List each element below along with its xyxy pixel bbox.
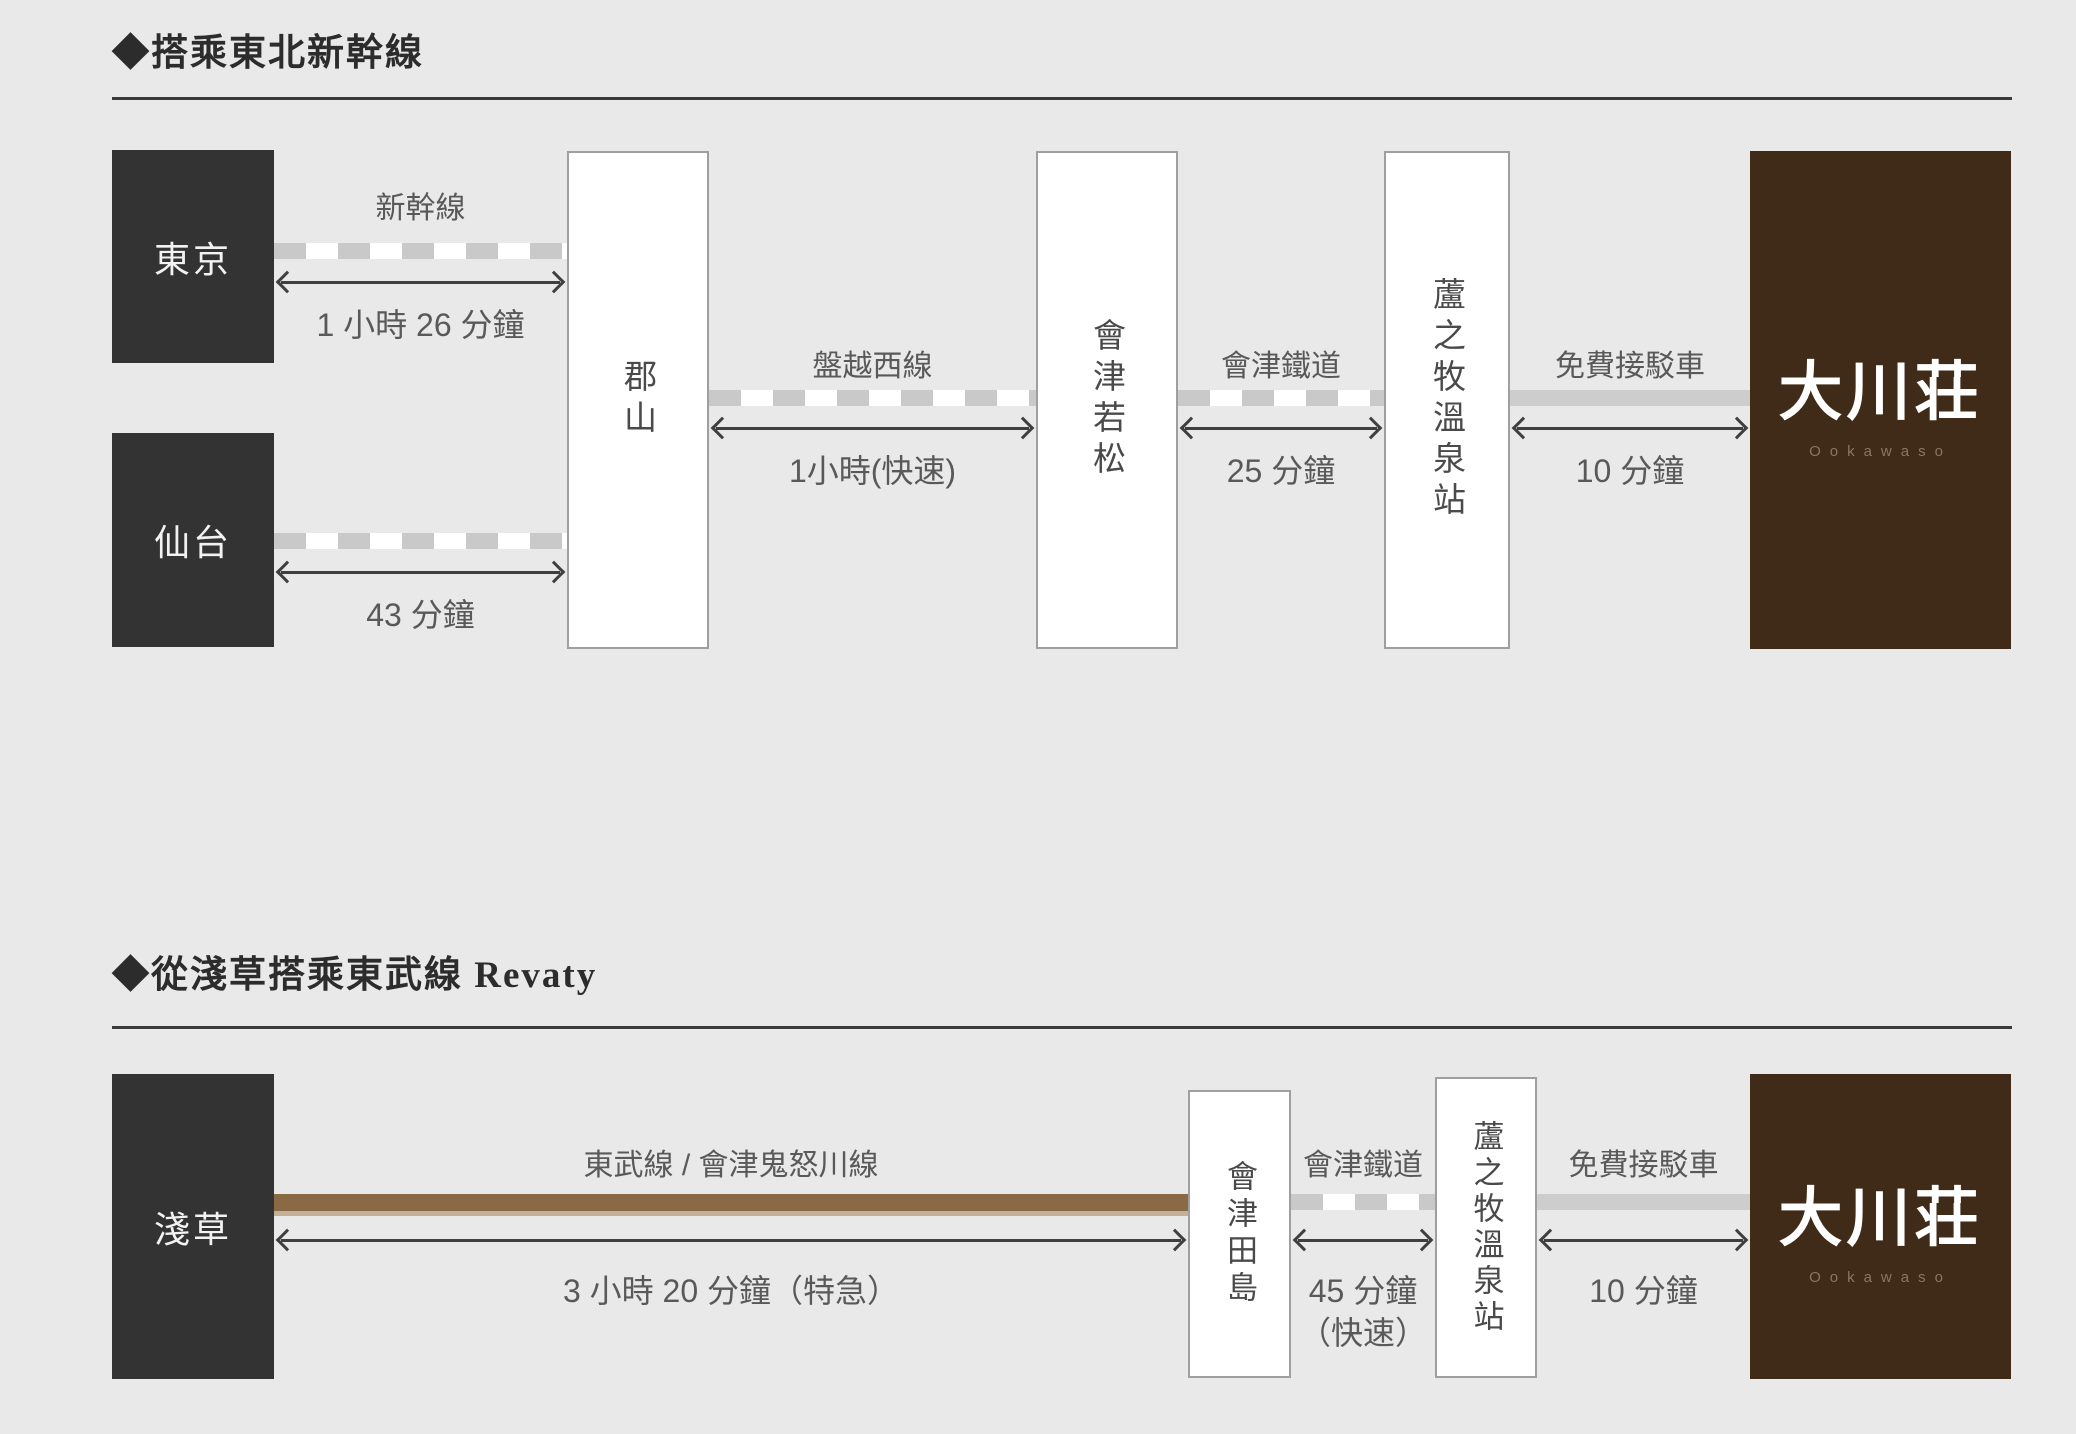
ookawaso-logo-box-2: 大川荘 Ookawaso [1750,1074,2011,1379]
section1-divider [112,97,2012,100]
arrowhead-right [542,270,566,294]
rail-dashed-line [274,533,567,549]
connector-free-shuttle-2: 免費接駁車 10 分鐘 [1537,1140,1750,1320]
duration-label: 10 分鐘 [1589,1273,1698,1309]
connector-free-shuttle-1: 免費接駁車 10 分鐘 [1510,341,1750,501]
section2-title: ◆從淺草搭乘東武線 Revaty [112,955,598,996]
connector-shinkansen-sendai: 43 分鐘 [274,533,567,653]
connector-banetsu-west-line: 盤越西線 1小時(快速) [709,341,1036,501]
duration-arrow [1179,416,1383,440]
duration-arrow [275,560,566,584]
connector-line-name: 會津鐵道 [1303,1149,1423,1182]
station-box-ashinomaki-onsen-1: 蘆之牧溫泉站 [1384,151,1510,649]
connector-shinkansen-tokyo: 新幹線 1 小時 26 分鐘 [274,183,567,343]
ookawaso-logo-romanized: Ookawaso [1809,442,1952,460]
connector-line-name: 新幹線 [375,192,466,225]
station-label-aizu-wakamatsu: 會津若松 [1088,318,1126,482]
station-label-aizu-tajima: 會津田島 [1222,1160,1257,1308]
ookawaso-logo-icon: 大川荘 [1778,1183,1983,1254]
station-box-aizu-tajima: 會津田島 [1188,1090,1291,1378]
arrowhead-right [1410,1228,1434,1252]
arrowhead-right [1725,1228,1749,1252]
arrowhead-right [1163,1228,1187,1252]
arrowhead-left [1292,1228,1316,1252]
connector-line-name: 免費接駁車 [1568,1149,1719,1182]
connector-line-name: 免費接駁車 [1555,350,1705,383]
duration-arrow [275,270,566,294]
duration-arrow [710,416,1035,440]
station-label-ashinomaki-onsen-1: 蘆之牧溫泉站 [1428,277,1466,523]
duration-arrow [1538,1228,1749,1252]
shuttle-solid-line [1510,390,1750,406]
section1-title: ◆搭乘東北新幹線 [112,33,424,74]
arrowhead-right [542,560,566,584]
duration-label: 1小時(快速) [788,453,957,489]
arrowhead-left [1538,1228,1562,1252]
arrowhead-left [710,416,734,440]
connector-aizu-railway-1: 會津鐵道 25 分鐘 [1178,341,1384,501]
arrowhead-left [275,560,299,584]
station-box-asakusa: 淺草 [112,1074,274,1379]
station-box-ashinomaki-onsen-2: 蘆之牧溫泉站 [1435,1077,1537,1378]
rail-dashed-line [1291,1194,1435,1210]
connector-aizu-railway-2: 會津鐵道 45 分鐘 （快速） [1291,1140,1435,1370]
station-label-asakusa: 淺草 [153,1208,232,1250]
station-label-tokyo: 東京 [153,238,232,280]
duration-label: 45 分鐘 [1308,1273,1418,1309]
duration-arrow [1292,1228,1434,1252]
arrowhead-right [1359,416,1383,440]
shuttle-solid-line [1537,1194,1750,1210]
arrowhead-right [1011,416,1035,440]
duration-label: 43 分鐘 [366,597,475,633]
duration-label: 10 分鐘 [1575,453,1685,489]
station-box-sendai: 仙台 [112,433,274,647]
rail-dashed-line [1178,390,1384,406]
ookawaso-logo-box-1: 大川荘 Ookawaso [1750,151,2011,649]
arrowhead-left [1511,416,1535,440]
duration-label-note: （快速） [1298,1315,1427,1351]
duration-label: 1 小時 26 分鐘 [316,307,525,343]
rail-dashed-line [274,243,567,259]
connector-line-name: 盤越西線 [812,350,933,383]
station-label-koriyama: 郡山 [619,359,657,441]
station-label-sendai: 仙台 [153,522,232,563]
station-box-aizu-wakamatsu: 會津若松 [1036,151,1178,649]
station-box-koriyama: 郡山 [567,151,709,649]
connector-line-name: 東武線 / 會津鬼怒川線 [583,1149,879,1182]
arrowhead-left [275,1228,299,1252]
arrowhead-left [1179,416,1203,440]
ookawaso-logo-icon: 大川荘 [1778,356,1983,428]
duration-arrow [1511,416,1749,440]
connector-tobu-line: 東武線 / 會津鬼怒川線 3 小時 20 分鐘（特急） [274,1140,1188,1320]
connector-line-name: 會津鐵道 [1221,350,1341,383]
ookawaso-logo-romanized: Ookawaso [1809,1269,1952,1286]
arrowhead-left [275,270,299,294]
tobu-brown-line [274,1194,1188,1216]
station-box-tokyo: 東京 [112,150,274,363]
arrowhead-right [1725,416,1749,440]
station-label-ashinomaki-onsen-2: 蘆之牧溫泉站 [1468,1119,1504,1336]
duration-label: 25 分鐘 [1226,453,1336,489]
duration-arrow [275,1228,1187,1252]
duration-label: 3 小時 20 分鐘（特急） [562,1273,900,1309]
section2-divider [112,1026,2012,1029]
rail-dashed-line [709,390,1036,406]
